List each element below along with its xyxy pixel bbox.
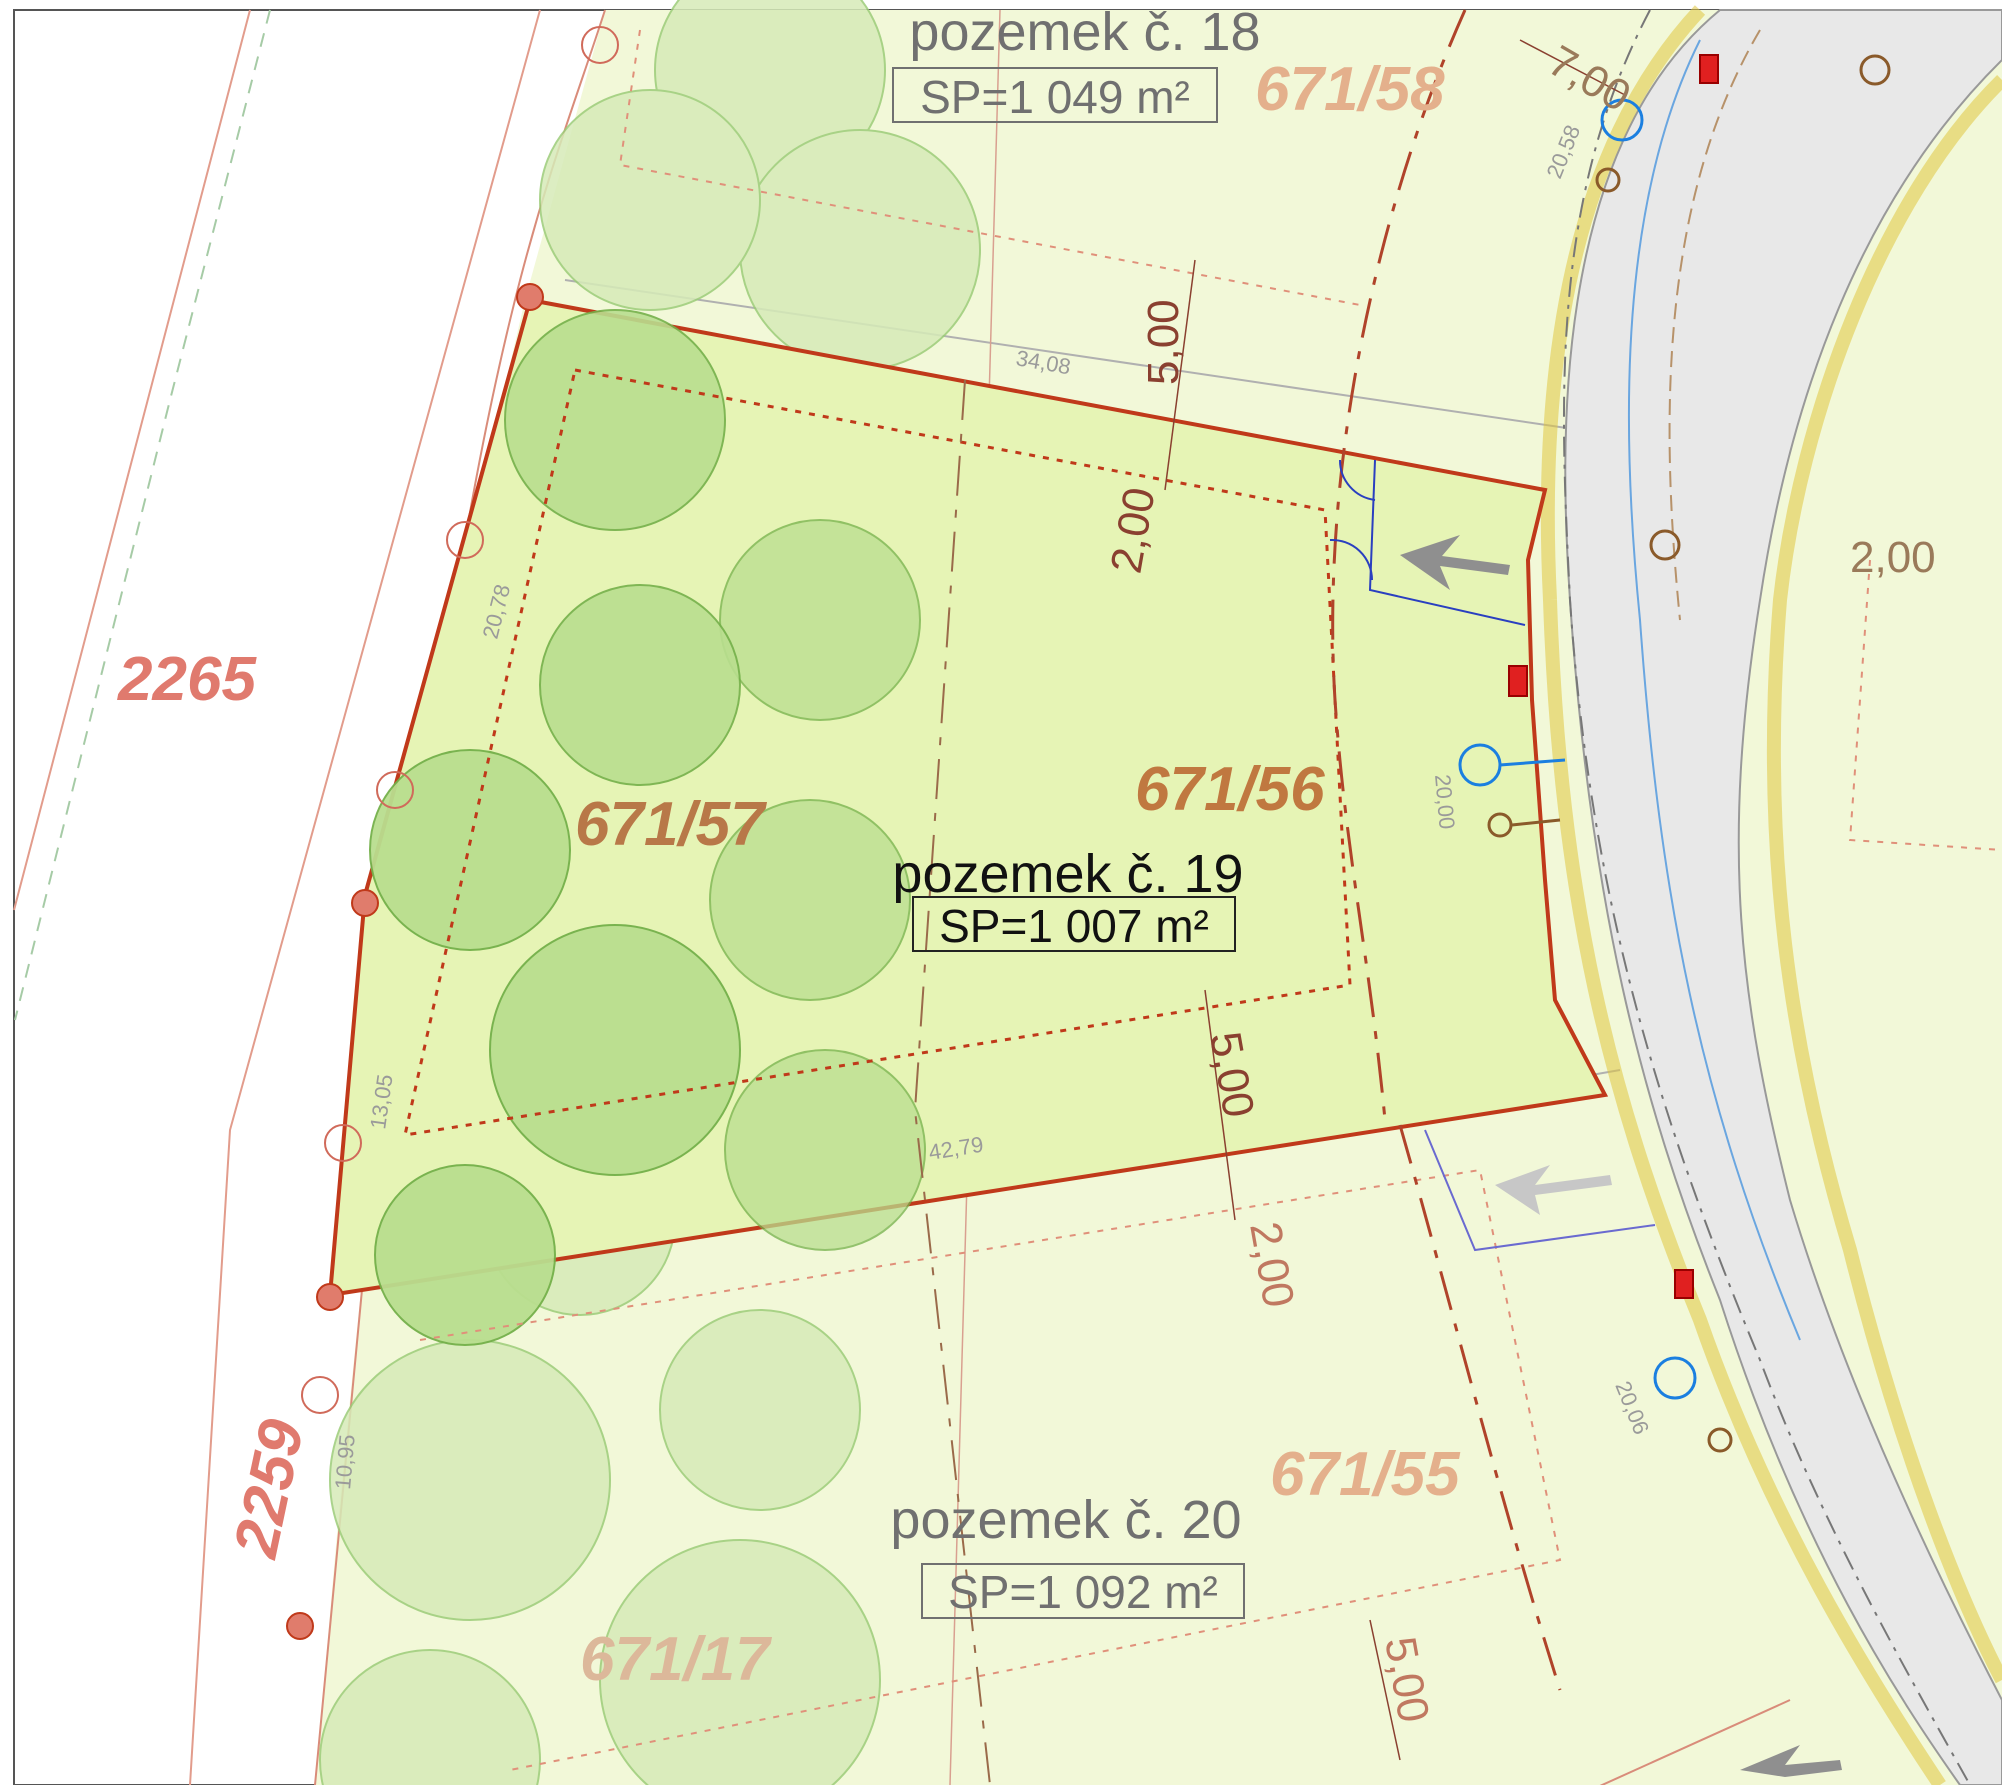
boundary-points xyxy=(286,283,544,1640)
plot-20-area-box xyxy=(921,1563,1245,1619)
utility-connections xyxy=(1458,54,1891,1453)
plot-18-title: pozemek č. 18 xyxy=(909,2,1260,62)
plot-19-area: SP=1 007 m² xyxy=(939,900,1209,952)
boundary-markers-open xyxy=(301,26,619,1414)
access-arrow-19-icon xyxy=(1400,535,1510,590)
parcel-671-56-label: 671/56 xyxy=(1135,755,1325,824)
access-arrow-bottom-icon xyxy=(1740,1745,1842,1777)
plot-20-area: SP=1 092 m² xyxy=(948,1566,1218,1618)
access-arrow-20-icon xyxy=(1495,1165,1612,1215)
measure-10-95: 10,95 xyxy=(330,1433,360,1490)
building-lines xyxy=(913,9,1562,1785)
neighbor-outline xyxy=(13,9,541,1785)
trees-plot19 xyxy=(369,309,926,1346)
building-setback-plot19 xyxy=(403,368,1352,1137)
neighbor-setbacks xyxy=(419,29,2002,1771)
parcel-671-17-label: 671/17 xyxy=(580,1625,772,1694)
parcel-2265-label: 2265 xyxy=(117,645,257,714)
parcel-671-57-label: 671/57 xyxy=(575,790,767,859)
plot-19-title[interactable]: pozemek č. 19 xyxy=(892,844,1243,904)
road xyxy=(1540,5,2002,1785)
meter-boxes xyxy=(1508,54,1719,1299)
plot-18-area-box xyxy=(892,67,1218,123)
parcel-671-58-label: 671/58 xyxy=(1255,55,1445,124)
dimension-lines xyxy=(1164,39,1626,1761)
setback-north-dimension: 5,00 xyxy=(1139,299,1188,385)
parcel-671-55-label: 671/55 xyxy=(1270,1440,1461,1509)
plot-19-area-box xyxy=(912,896,1236,952)
side-setback-dimension-c: 2,00 xyxy=(1850,533,1936,582)
access-arrows xyxy=(1400,535,1842,1777)
measure-20-00: 20,00 xyxy=(1430,773,1460,830)
plot-18-area: SP=1 049 m² xyxy=(920,71,1190,123)
plot-20-title: pozemek č. 20 xyxy=(890,1490,1241,1550)
entrance-fixtures xyxy=(1329,459,1656,1252)
